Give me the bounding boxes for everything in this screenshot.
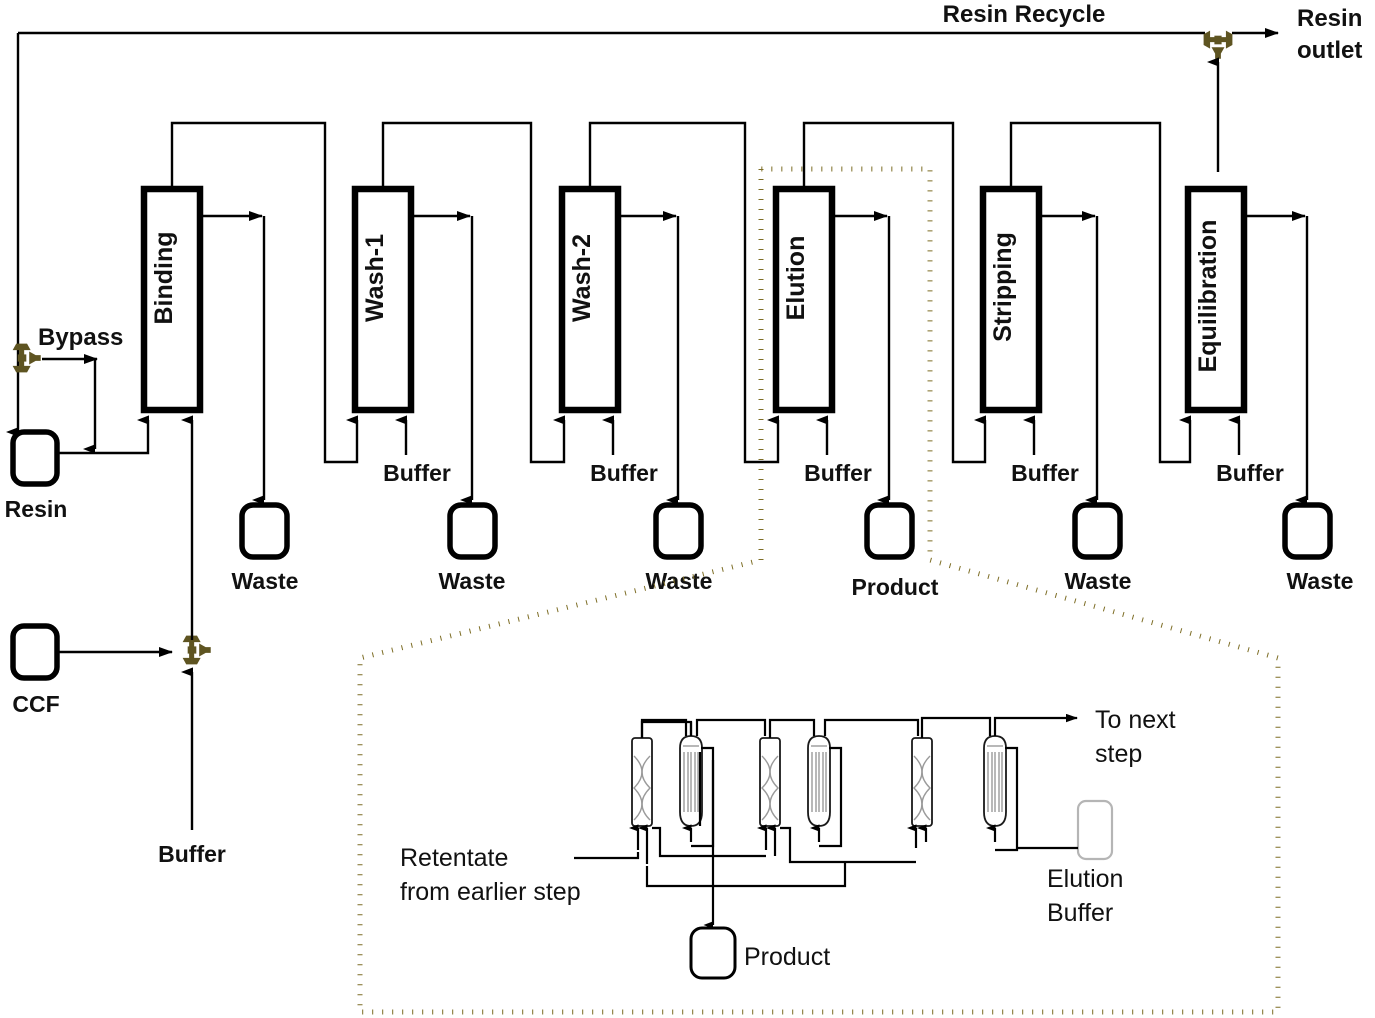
inset-unit-membrane-2[interactable] [807, 735, 831, 827]
outlet-wash2-to-waste [618, 211, 680, 505]
inset-unit-mixer-1[interactable] [631, 737, 653, 827]
outlet-binding-to-waste [200, 211, 266, 505]
vessel-product[interactable] [864, 502, 915, 560]
vessel-ccf[interactable] [10, 623, 60, 681]
resin-recycle-line [6, 28, 1279, 437]
outlet-equilibration-to-waste [1244, 211, 1309, 505]
inset-elution-buffer-line1: Elution [1047, 865, 1123, 893]
buffer-label-elution: Buffer [804, 460, 872, 486]
inset-pipe-stage-1 [652, 826, 766, 858]
vessel-ccf-label: CCF [12, 691, 59, 717]
inset-detail: Retentate from earlier step To next step… [400, 706, 1176, 980]
resin-outlet-label-line2: outlet [1297, 37, 1362, 64]
outlet-stripping-to-waste [1039, 211, 1099, 505]
ccf-buffer-valve[interactable] [182, 635, 211, 665]
inset-pipe-m3-top [920, 716, 992, 738]
column-binding[interactable]: Binding [140, 185, 204, 414]
inset-unit-mixer-3[interactable] [911, 737, 933, 827]
vessel-resin-label: Resin [5, 496, 68, 522]
inset-to-next-step-line2: step [1095, 740, 1142, 768]
inset-elution-buffer-line2: Buffer [1047, 899, 1113, 927]
column-wash-1[interactable]: Wash-1 [351, 185, 415, 414]
vessel-waste-wash1-label: Waste [439, 568, 506, 594]
vessel-waste-wash2[interactable] [653, 502, 704, 560]
vessel-waste-equil-label: Waste [1287, 568, 1354, 594]
column-wash-2[interactable]: Wash-2 [558, 185, 622, 414]
inset-retentate-label-line2: from earlier step [400, 878, 581, 906]
vessel-waste-binding-label: Waste [232, 568, 299, 594]
loop-wash1-to-wash2 [381, 121, 566, 464]
loop-binding-to-wash1 [170, 121, 359, 464]
inset-vessel-product[interactable] [689, 926, 737, 980]
bypass-label: Bypass [38, 324, 123, 351]
loop-elution-to-stripping [802, 121, 987, 464]
column-equilibration-label: Equilibration [1194, 220, 1222, 373]
inset-pipe-return-bus [645, 862, 847, 888]
outlet-wash1-to-waste [411, 211, 474, 505]
resin-feed-to-binding [48, 415, 150, 455]
inset-tank-elution-buffer[interactable] [1076, 799, 1114, 861]
inset-pipe-to-next-step [993, 713, 1078, 736]
vessel-waste-equil[interactable] [1282, 502, 1333, 560]
outlet-elution-to-product [832, 211, 891, 505]
vessel-waste-binding[interactable] [239, 502, 290, 560]
inset-pipe-m2-top [768, 718, 816, 738]
vessel-resin[interactable] [10, 429, 60, 487]
loop-stripping-to-equilibration [1009, 121, 1192, 464]
buffer-label-wash2: Buffer [590, 460, 658, 486]
buffer-label-feed: Buffer [158, 841, 226, 867]
vessel-waste-wash1[interactable] [447, 502, 498, 560]
column-stripping-label: Stripping [989, 232, 1017, 342]
column-stripping[interactable]: Stripping [979, 185, 1043, 414]
vessel-waste-stripping-label: Waste [1065, 568, 1132, 594]
inset-pipe-retentate-in [574, 852, 640, 860]
column-elution-label: Elution [782, 236, 810, 321]
inset-pipe-stage-2 [780, 826, 916, 864]
vessel-waste-stripping[interactable] [1072, 502, 1123, 560]
inset-pipe-mem3-side [995, 746, 1019, 852]
inset-pipe-mem2-top [823, 718, 920, 736]
inset-to-next-step-line1: To next [1095, 706, 1176, 734]
inset-unit-membrane-1[interactable] [679, 735, 703, 827]
column-equilibration[interactable]: Equilibration [1184, 185, 1248, 414]
inset-loop-1 [640, 720, 693, 738]
buffer-label-wash1: Buffer [383, 460, 451, 486]
buffer-label-equilibration: Buffer [1216, 460, 1284, 486]
vessel-product-label: Product [852, 574, 939, 600]
resin-outlet-label-line1: Resin [1297, 5, 1362, 32]
inset-pipe-m1-top [640, 718, 688, 738]
resin-outlet-valve[interactable] [1203, 30, 1233, 59]
inset-unit-membrane-3[interactable] [983, 735, 1007, 827]
buffer-label-stripping: Buffer [1011, 460, 1079, 486]
inset-retentate-label-line1: Retentate [400, 844, 508, 872]
resin-recycle-label: Resin Recycle [943, 1, 1106, 28]
vessel-waste-wash2-label: Waste [646, 568, 713, 594]
column-elution[interactable]: Elution [772, 185, 836, 414]
bypass-branch [42, 354, 98, 454]
inset-loop-2 [689, 722, 702, 826]
column-wash-2-label: Wash-2 [568, 234, 596, 322]
inset-unit-mixer-2[interactable] [759, 737, 781, 827]
inset-product-label: Product [744, 943, 830, 971]
column-binding-label: Binding [150, 231, 178, 324]
column-wash-1-label: Wash-1 [361, 234, 389, 322]
inset-pipe-mem2-side [819, 746, 843, 848]
loop-wash2-to-elution [588, 121, 780, 464]
inset-pipe-mem1-top [695, 718, 767, 736]
